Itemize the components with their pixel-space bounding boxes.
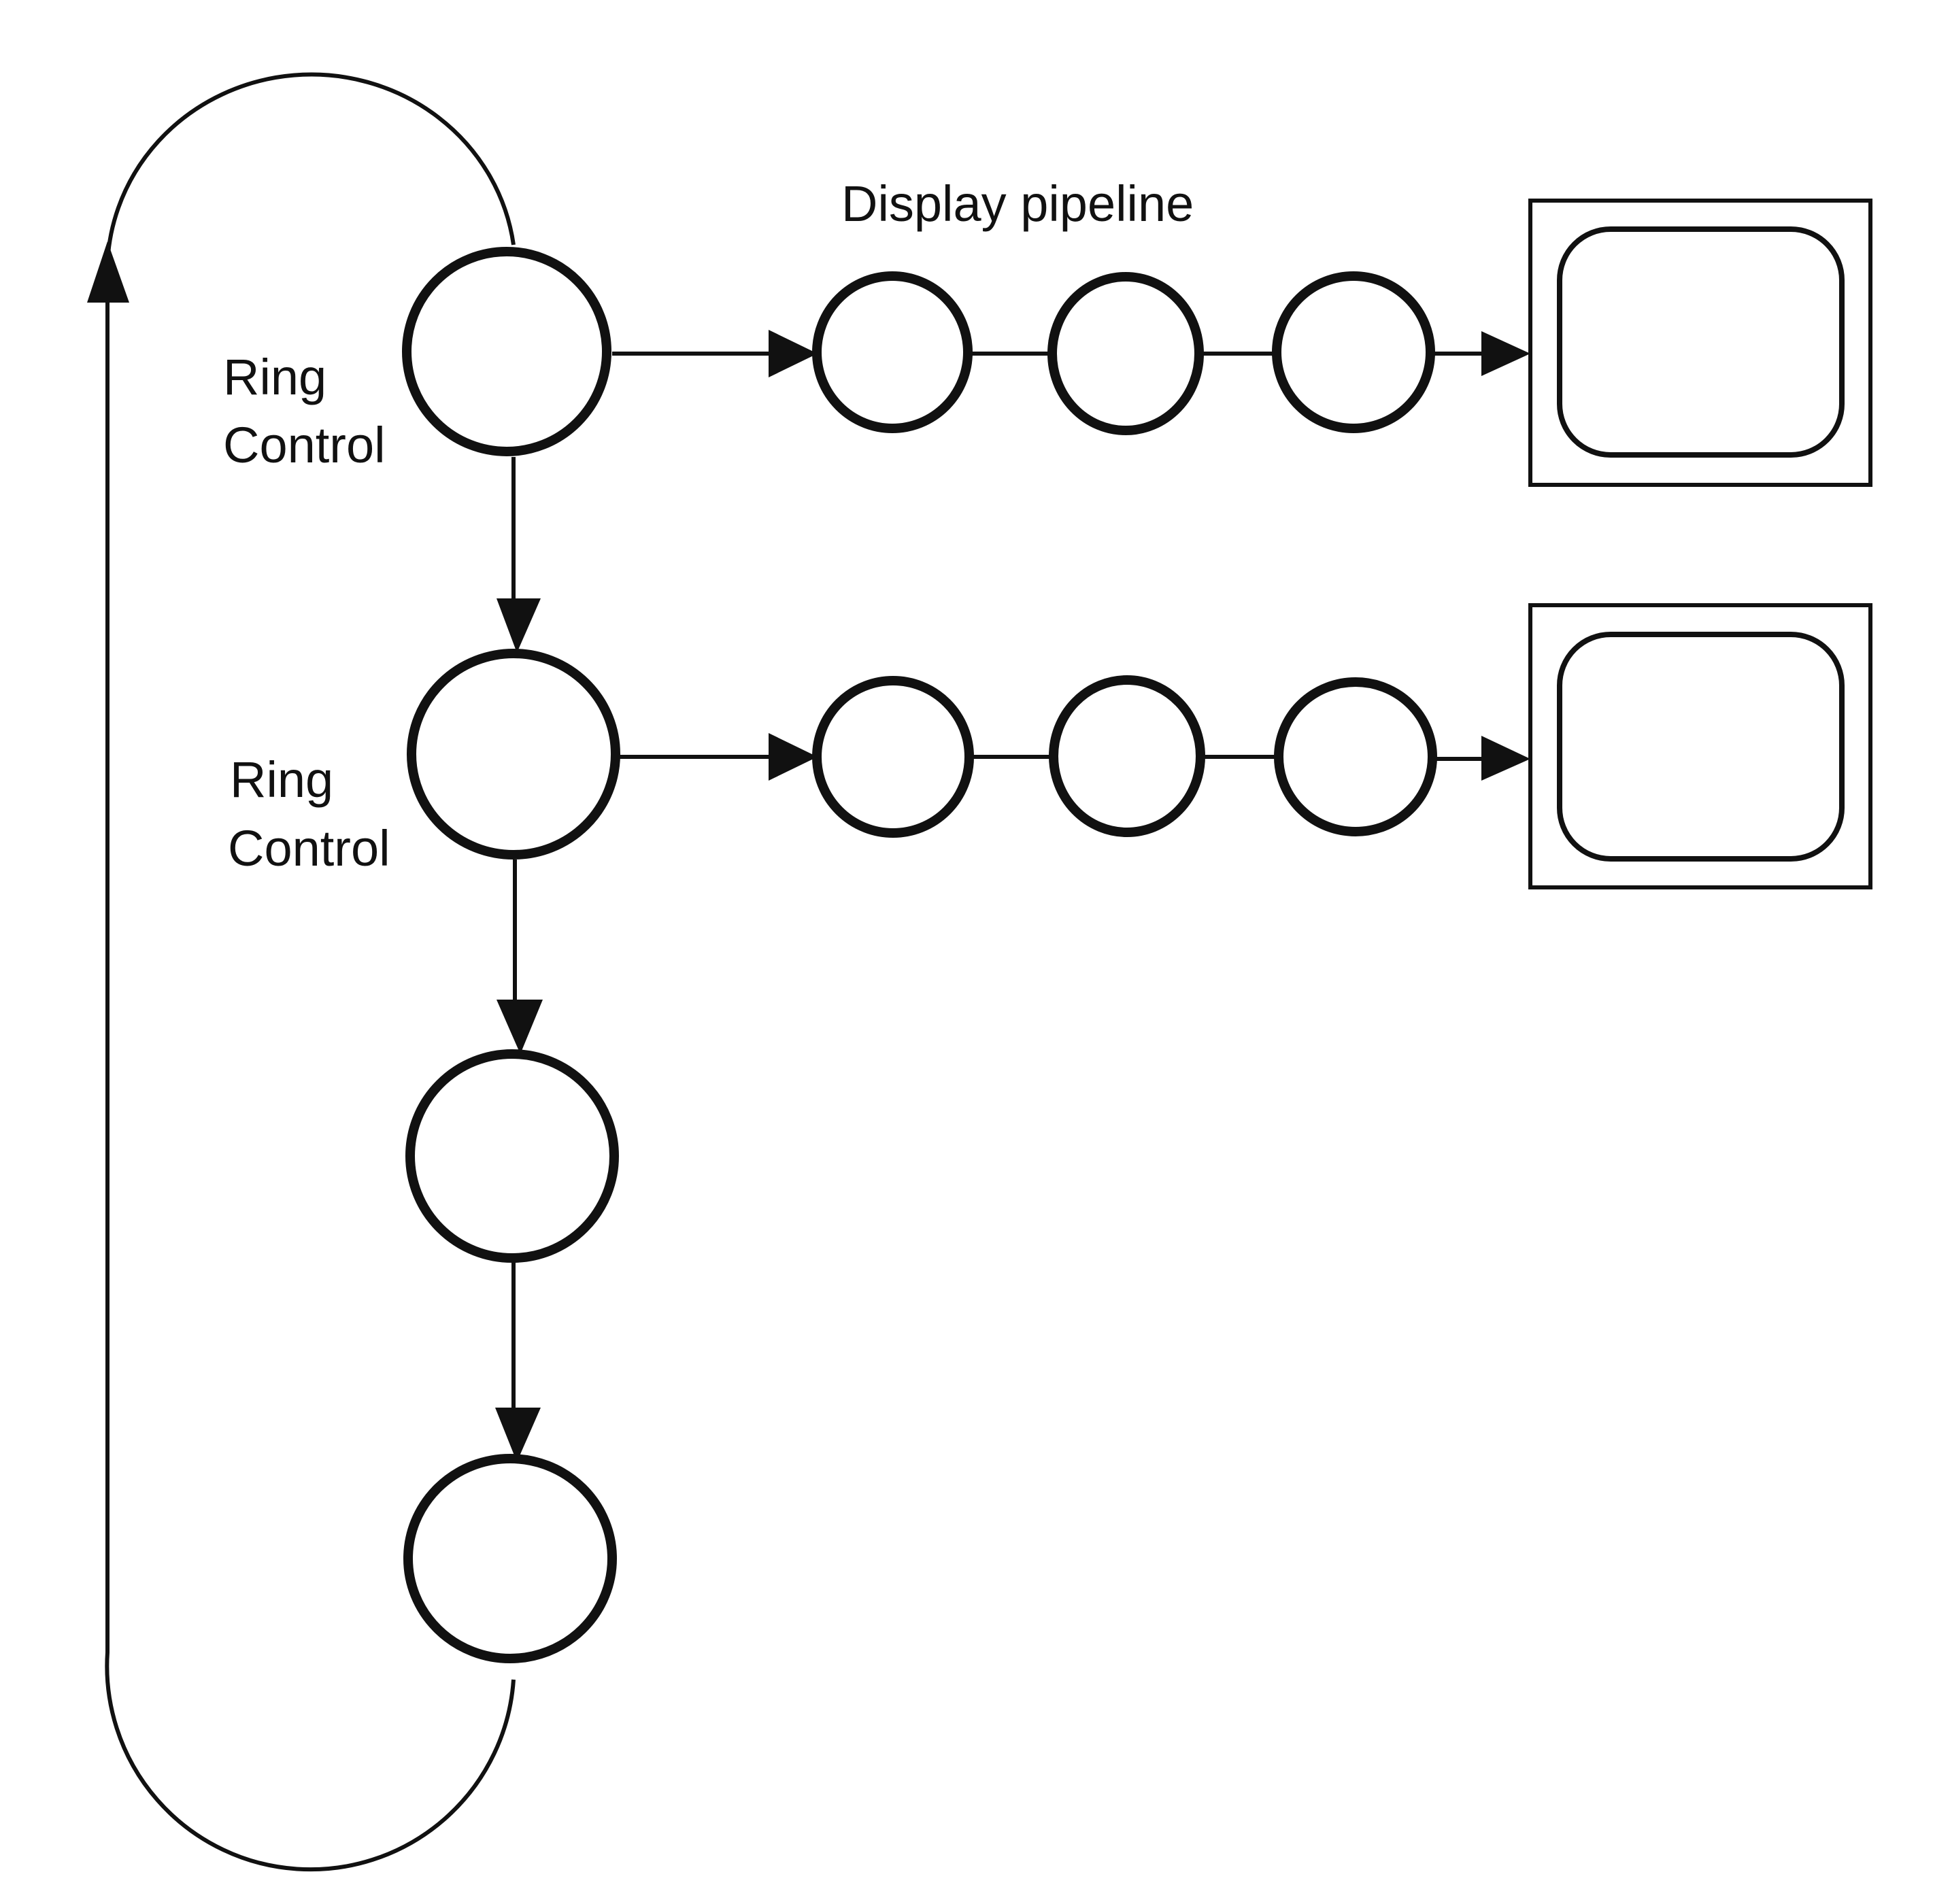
pipeline-1-stage-1 <box>812 271 973 433</box>
ring-control-label-1-line-1: Ring <box>223 349 326 405</box>
pipeline-2-feed-arrowhead <box>769 733 818 781</box>
display-screen-1 <box>1557 226 1845 458</box>
ring-link-3-4-arrowhead <box>495 1408 541 1462</box>
pipeline-title: Display pipeline <box>841 175 1194 232</box>
ring-link-2-3-arrowhead <box>497 1000 543 1054</box>
pipeline-1-stage-3 <box>1272 271 1435 433</box>
ring-control-label-2-line-2: Control <box>228 820 390 877</box>
ring-return-loop <box>105 72 516 1872</box>
pipeline-2-to-display-arrowhead <box>1481 736 1530 781</box>
display-screen-2 <box>1557 632 1845 862</box>
ring-node-3 <box>405 1049 619 1263</box>
ring-link-1-2-arrowhead <box>497 598 541 653</box>
ring-node-1 <box>402 247 611 456</box>
pipeline-2-stage-2 <box>1049 675 1205 837</box>
pipeline-1-to-display-arrowhead <box>1481 331 1530 376</box>
pipeline-2-stage-3 <box>1274 677 1437 836</box>
ring-control-label-1-line-2: Control <box>223 417 386 473</box>
pipeline-1-stage-2 <box>1047 272 1204 435</box>
ring-control-label-2-line-1: Ring <box>230 751 333 808</box>
ring-node-4 <box>403 1454 617 1663</box>
ring-return-arrowhead <box>87 241 129 303</box>
pipeline-2-stage-1 <box>812 676 974 838</box>
pipeline-1-feed-arrowhead <box>769 330 818 377</box>
ring-node-2 <box>407 649 620 860</box>
